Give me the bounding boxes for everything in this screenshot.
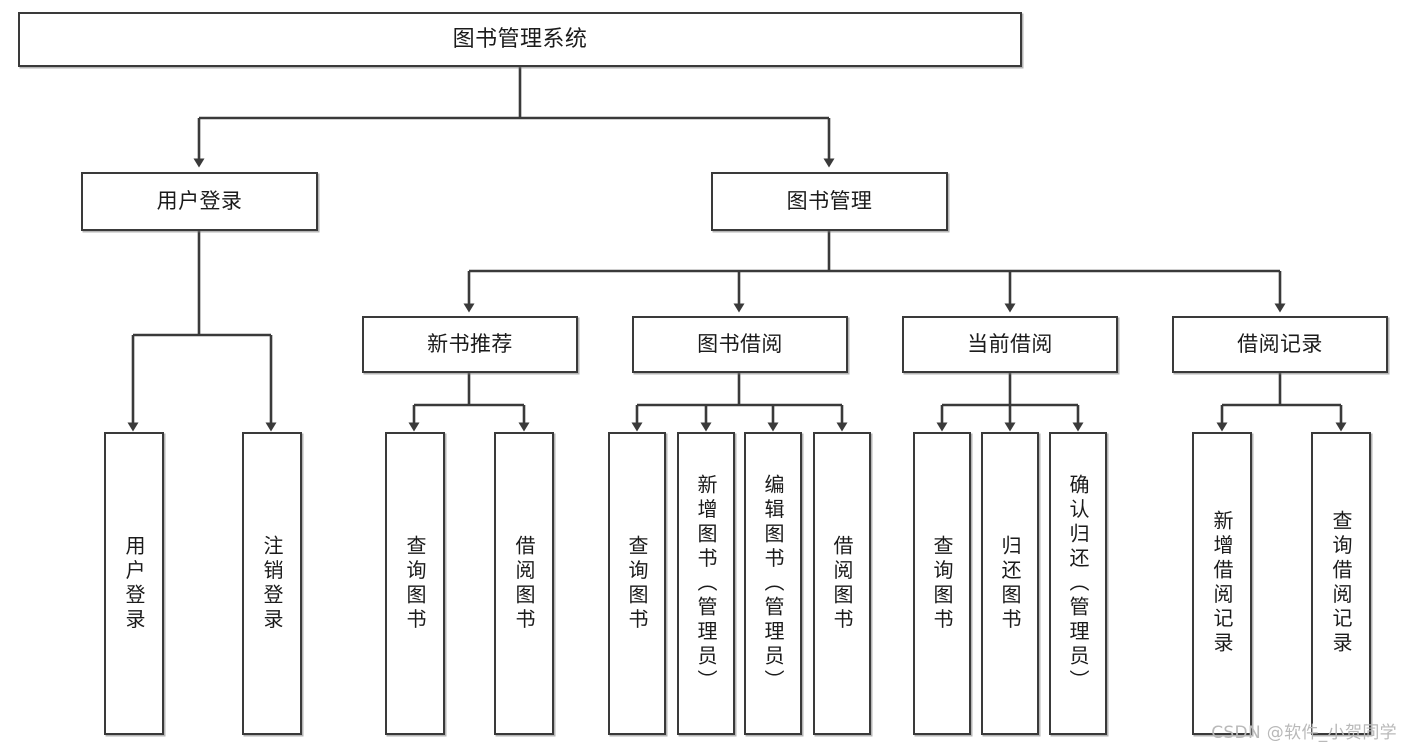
node-label: 用户登录 — [156, 189, 243, 214]
node-label: 图书借阅 — [697, 332, 783, 357]
node-label: 新书推荐 — [427, 332, 513, 357]
node-label: 借阅图书 — [830, 534, 854, 633]
node-label: 查询借阅记录 — [1329, 510, 1353, 657]
node-label: 归还图书 — [998, 534, 1022, 633]
node-label: 当前借阅 — [967, 332, 1053, 357]
leaf-borrow-book[interactable]: 借阅图书 — [813, 432, 871, 735]
node-borrow-record[interactable]: 借阅记录 — [1172, 316, 1388, 373]
leaf-user-login[interactable]: 用户登录 — [104, 432, 164, 735]
node-book-management[interactable]: 图书管理 — [711, 172, 948, 231]
node-label: 借阅图书 — [512, 534, 536, 633]
leaf-return-book[interactable]: 归还图书 — [981, 432, 1039, 735]
node-book-borrow[interactable]: 图书借阅 — [632, 316, 848, 373]
leaf-query-book-borrow[interactable]: 查询图书 — [608, 432, 666, 735]
leaf-logout-login[interactable]: 注销登录 — [242, 432, 302, 735]
leaf-add-borrow-record[interactable]: 新增借阅记录 — [1192, 432, 1252, 735]
node-label: 查询图书 — [625, 534, 649, 633]
node-label: 新增图书（管理员） — [694, 473, 718, 694]
leaf-edit-book-admin[interactable]: 编辑图书（管理员） — [744, 432, 802, 735]
leaf-query-book-current[interactable]: 查询图书 — [913, 432, 971, 735]
leaf-query-borrow-record[interactable]: 查询借阅记录 — [1311, 432, 1371, 735]
leaf-add-book-admin[interactable]: 新增图书（管理员） — [677, 432, 735, 735]
node-label: 新增借阅记录 — [1210, 510, 1234, 657]
node-label: 确认归还（管理员） — [1066, 473, 1090, 694]
node-new-book-recommend[interactable]: 新书推荐 — [362, 316, 578, 373]
leaf-query-book-recommend[interactable]: 查询图书 — [385, 432, 445, 735]
node-label: 编辑图书（管理员） — [761, 473, 785, 694]
node-user-login[interactable]: 用户登录 — [81, 172, 318, 231]
csdn-watermark: CSDN @软件_小贺同学 — [1211, 723, 1397, 743]
node-label: 借阅记录 — [1237, 332, 1323, 357]
node-label: 图书管理系统 — [452, 26, 588, 52]
node-current-borrow[interactable]: 当前借阅 — [902, 316, 1118, 373]
node-label: 查询图书 — [930, 534, 954, 633]
node-label: 查询图书 — [403, 534, 427, 633]
node-label: 用户登录 — [122, 534, 146, 633]
node-label: 图书管理 — [786, 189, 873, 214]
leaf-borrow-book-recommend[interactable]: 借阅图书 — [494, 432, 554, 735]
leaf-confirm-return-admin[interactable]: 确认归还（管理员） — [1049, 432, 1107, 735]
node-root-book-management-system[interactable]: 图书管理系统 — [18, 12, 1022, 67]
node-label: 注销登录 — [260, 534, 284, 633]
